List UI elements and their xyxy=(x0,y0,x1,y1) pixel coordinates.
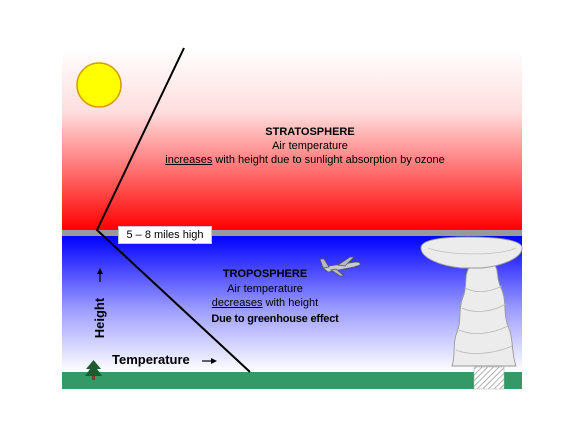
stratosphere-title: STRATOSPHERE xyxy=(265,126,355,138)
tropopause-band xyxy=(62,230,522,236)
troposphere-line-3: Due to greenhouse effect xyxy=(211,313,339,325)
temperature-axis-label: Temperature xyxy=(112,352,190,367)
stratosphere-line-1: Air temperature xyxy=(272,140,348,152)
sun-icon xyxy=(76,62,122,108)
arrow-right-icon xyxy=(202,358,217,364)
troposphere-line-2-rest: with height xyxy=(262,297,319,309)
arrow-up-icon xyxy=(97,268,103,282)
stratosphere-line-2: increases with height due to sunlight ab… xyxy=(150,154,460,166)
temperature-profile-line xyxy=(95,47,251,373)
troposphere-line-1: Air temperature xyxy=(227,283,303,295)
troposphere-emphasis: decreases xyxy=(211,297,263,309)
tree-icon xyxy=(85,360,102,380)
height-axis-label: Height xyxy=(92,297,107,339)
ground xyxy=(62,372,522,389)
stratosphere-layer xyxy=(62,48,522,230)
troposphere-line-2: decreases with height xyxy=(195,297,335,309)
boundary-height-label: 5 – 8 miles high xyxy=(118,226,212,244)
troposphere-title: TROPOSPHERE xyxy=(222,268,308,280)
thundercloud-icon xyxy=(420,236,523,390)
airplane-icon xyxy=(319,256,361,277)
stratosphere-emphasis: increases xyxy=(165,154,213,166)
stratosphere-line-2-rest: with height due to sunlight absorption b… xyxy=(212,154,445,166)
